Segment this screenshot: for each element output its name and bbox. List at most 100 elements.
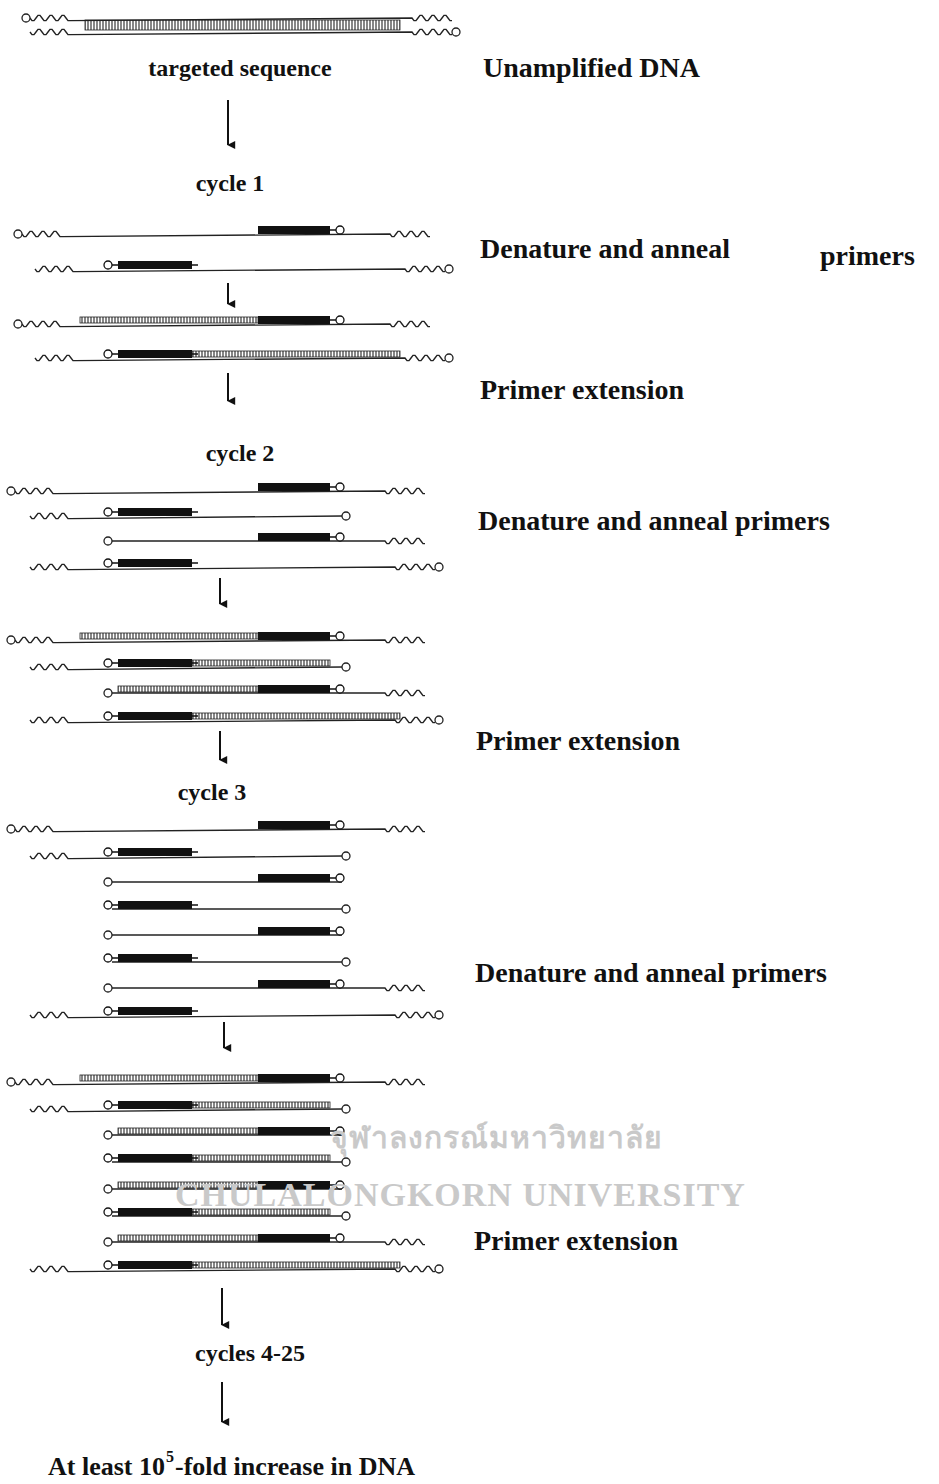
primer bbox=[258, 316, 330, 324]
step-label: Primer extension bbox=[476, 727, 680, 755]
primer-end bbox=[104, 508, 112, 516]
primer-end bbox=[104, 712, 112, 720]
dna-strand bbox=[15, 488, 425, 493]
primer bbox=[118, 508, 192, 516]
five-prime-end bbox=[342, 1105, 350, 1113]
dna-stroke bbox=[330, 635, 336, 637]
primer bbox=[118, 848, 192, 856]
primer-end bbox=[104, 848, 112, 856]
primer-end bbox=[104, 659, 112, 667]
dna-stroke bbox=[112, 1211, 118, 1213]
primer bbox=[258, 1127, 330, 1135]
primer bbox=[258, 821, 330, 829]
five-prime-end bbox=[435, 563, 443, 571]
result-text: -fold increase in DNA bbox=[175, 1454, 415, 1480]
primer bbox=[258, 685, 330, 693]
primer bbox=[258, 533, 330, 541]
five-prime-end bbox=[452, 28, 460, 36]
step-label: Denature and anneal bbox=[480, 235, 730, 263]
flow-arrows bbox=[220, 100, 228, 1422]
primer bbox=[118, 712, 192, 720]
five-prime-end bbox=[22, 14, 30, 22]
result-text: At least 10 bbox=[48, 1454, 165, 1480]
five-prime-end bbox=[342, 905, 350, 913]
five-prime-end bbox=[445, 354, 453, 362]
primer bbox=[118, 1154, 192, 1162]
primer bbox=[118, 1261, 192, 1269]
primer bbox=[258, 483, 330, 491]
dna-stroke bbox=[192, 511, 198, 513]
dna-stroke bbox=[330, 877, 336, 879]
dna-stroke bbox=[112, 1264, 118, 1266]
primer bbox=[258, 1074, 330, 1082]
dna-stroke bbox=[330, 1237, 336, 1239]
primer bbox=[118, 350, 192, 358]
step-label: cycles 4-25 bbox=[195, 1341, 305, 1365]
dna-stroke bbox=[330, 229, 336, 231]
primer bbox=[258, 226, 330, 234]
dna-stroke bbox=[112, 715, 118, 717]
extended-strand bbox=[192, 713, 400, 719]
extended-strand bbox=[192, 1155, 330, 1161]
primer-end bbox=[336, 980, 344, 988]
five-prime-end bbox=[342, 1158, 350, 1166]
primer-end bbox=[104, 1007, 112, 1015]
primer-end bbox=[336, 226, 344, 234]
primer bbox=[118, 559, 192, 567]
step-label: cycle 3 bbox=[178, 780, 247, 804]
primer-end bbox=[336, 1074, 344, 1082]
five-prime-end bbox=[7, 1078, 15, 1086]
dna-stroke bbox=[112, 662, 118, 664]
five-prime-end bbox=[104, 537, 112, 545]
dna-strand bbox=[30, 1012, 435, 1017]
dna-stroke bbox=[330, 824, 336, 826]
dna-stroke bbox=[192, 353, 198, 355]
result-text: 5 bbox=[166, 1449, 174, 1465]
five-prime-end bbox=[14, 320, 22, 328]
extended-strand bbox=[80, 633, 258, 639]
extended-strand bbox=[80, 1075, 258, 1081]
primer-end bbox=[104, 1154, 112, 1162]
dna-stroke bbox=[330, 930, 336, 932]
five-prime-end bbox=[104, 689, 112, 697]
dna-stroke bbox=[330, 983, 336, 985]
extended-strand bbox=[80, 317, 258, 323]
dna-stroke bbox=[112, 511, 118, 513]
five-prime-end bbox=[104, 1185, 112, 1193]
step-label: Denature and anneal primers bbox=[475, 959, 827, 987]
primer-end bbox=[336, 632, 344, 640]
extended-strand bbox=[192, 351, 400, 357]
five-prime-end bbox=[445, 265, 453, 273]
primer-end bbox=[104, 559, 112, 567]
dna-stroke bbox=[192, 1157, 198, 1159]
dna-stroke bbox=[192, 715, 198, 717]
dna-strands bbox=[7, 14, 460, 1273]
dna-stroke bbox=[112, 1104, 118, 1106]
primer bbox=[258, 1234, 330, 1242]
primer bbox=[118, 901, 192, 909]
extended-strand bbox=[192, 1102, 330, 1108]
primer bbox=[258, 927, 330, 935]
target-region bbox=[85, 20, 400, 30]
dna-stroke bbox=[112, 957, 118, 959]
dna-stroke bbox=[112, 904, 118, 906]
five-prime-end bbox=[14, 230, 22, 238]
dna-stroke bbox=[112, 353, 118, 355]
step-label: targeted sequence bbox=[148, 56, 331, 80]
dna-stroke bbox=[192, 1264, 198, 1266]
five-prime-end bbox=[104, 931, 112, 939]
primer-end bbox=[104, 261, 112, 269]
five-prime-end bbox=[342, 512, 350, 520]
dna-stroke bbox=[112, 1157, 118, 1159]
five-prime-end bbox=[342, 1212, 350, 1220]
primer-end bbox=[336, 685, 344, 693]
step-label: primers bbox=[820, 242, 915, 270]
five-prime-end bbox=[104, 878, 112, 886]
step-label: Denature and anneal primers bbox=[478, 507, 830, 535]
dna-strand bbox=[35, 266, 445, 271]
primer-end bbox=[336, 821, 344, 829]
dna-stroke bbox=[112, 851, 118, 853]
step-label: Unamplified DNA bbox=[483, 54, 700, 82]
extended-strand bbox=[192, 1262, 400, 1268]
dna-stroke bbox=[192, 1010, 198, 1012]
